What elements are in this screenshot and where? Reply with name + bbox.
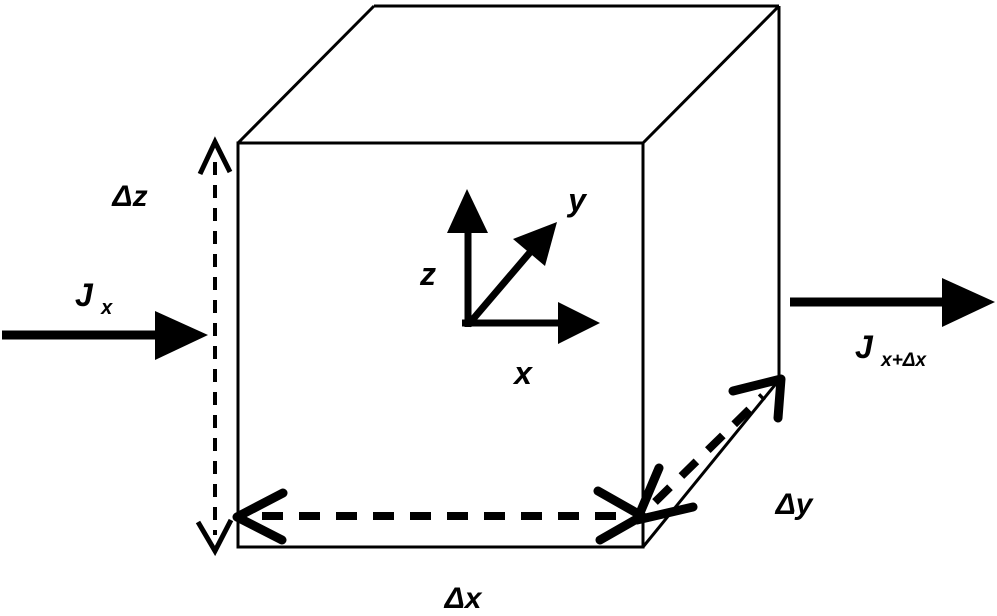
cube-bottom-right-edge	[641, 379, 781, 548]
cube	[236, 4, 781, 549]
flux-in-arrowhead-icon	[155, 311, 208, 360]
cube-top-right-edge	[641, 4, 781, 145]
flux-in-label-subscript: x	[100, 297, 113, 319]
dy-dashed-line	[652, 393, 766, 505]
y-axis-shaft	[465, 247, 535, 328]
dim-y-label: Δy	[775, 488, 814, 521]
dy-dimension-arrow	[632, 374, 786, 525]
dy-arrowhead-lower-icon	[632, 463, 698, 525]
flux-in-label-main: J	[75, 277, 94, 313]
dy-arrowhead-upper-icon	[728, 374, 786, 423]
flux-out-label-subscript: x+Δx	[880, 350, 927, 371]
z-axis-label: z	[419, 256, 436, 292]
dx-arrowhead-left-icon	[232, 488, 288, 545]
y-axis-arrowhead-icon	[513, 222, 557, 266]
flux-in-label: J x	[75, 277, 113, 319]
flux-in-arrow	[2, 311, 208, 360]
x-axis-arrowhead-icon	[558, 302, 600, 344]
dim-z-label: Δz	[111, 180, 147, 213]
dim-x-label: Δx	[444, 582, 483, 615]
flux-out-arrowhead-icon	[942, 278, 995, 327]
dz-arrowhead-down-icon	[195, 518, 234, 557]
dx-dimension-arrow	[232, 486, 647, 545]
flux-out-label: J x+Δx	[855, 329, 928, 371]
cube-top-left-edge	[236, 4, 376, 145]
y-axis-label: y	[566, 182, 588, 218]
flux-out-arrow	[790, 278, 995, 327]
coordinate-axes	[447, 189, 600, 344]
flux-out-label-main: J	[855, 329, 874, 365]
dz-arrowhead-up-icon	[197, 136, 233, 176]
dz-dimension-arrow	[195, 136, 234, 557]
z-axis-arrowhead-icon	[447, 189, 488, 233]
x-axis-label: x	[512, 355, 533, 391]
